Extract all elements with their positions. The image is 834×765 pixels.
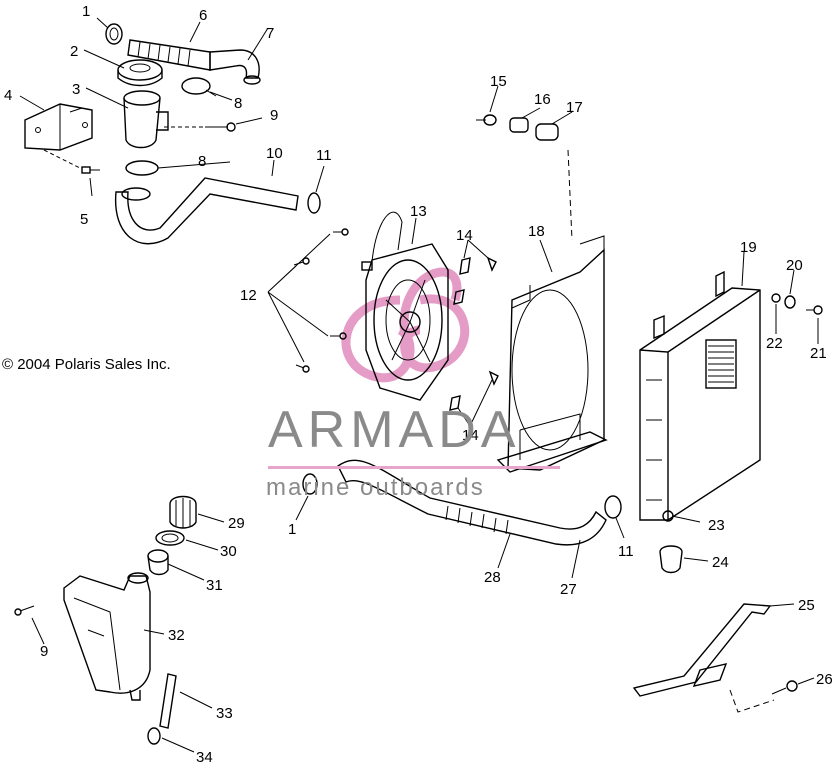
isolator-parts-15-17	[476, 114, 573, 241]
watermark-brand: ARMADA	[268, 401, 521, 459]
watermark-divider	[268, 466, 560, 469]
callout-4: 4	[4, 87, 12, 104]
callout-29: 29	[228, 515, 245, 532]
overflow-tube-part-33	[159, 673, 177, 729]
callout-25: 25	[798, 597, 815, 614]
callout-1-lower: 1	[288, 521, 296, 538]
hose-clamp-part-8-upper	[181, 77, 217, 97]
callout-8-lower: 8	[198, 153, 206, 170]
reservoir-cap-part-29	[169, 495, 197, 529]
screw-part-9-upper	[205, 122, 236, 132]
callout-33: 33	[216, 705, 233, 722]
callout-17: 17	[566, 99, 583, 116]
radiator-hardware-parts-20-22	[771, 293, 823, 315]
callout-1-top: 1	[82, 3, 90, 20]
callout-21: 21	[810, 345, 827, 362]
hose-clamp-part-11-lower	[604, 495, 622, 519]
callout-18: 18	[528, 223, 545, 240]
callout-26: 26	[816, 671, 833, 688]
callout-13: 13	[410, 203, 427, 220]
callout-22: 22	[766, 335, 783, 352]
callout-11-upper: 11	[316, 147, 332, 164]
cooling-fan-part-13	[361, 211, 449, 401]
callout-numbers: 1 6 7 2 8 3 4 9 8 10 11 5 12 13 14 14 15…	[4, 3, 833, 765]
callout-30: 30	[220, 543, 237, 560]
gasket-part-30	[155, 530, 185, 546]
fan-fasteners-part-12	[293, 228, 349, 373]
callout-14-lower: 14	[462, 427, 479, 444]
coolant-reservoir-part-32	[63, 572, 151, 701]
callout-9-upper: 9	[270, 107, 278, 124]
bolt-part-26	[771, 680, 798, 695]
lower-hose-parts-27-28	[337, 459, 607, 546]
callout-11-lower: 11	[618, 543, 634, 560]
grommet-part-24	[659, 545, 683, 574]
callout-19: 19	[740, 239, 757, 256]
hose-clamp-part-8-lower	[125, 160, 159, 176]
tube-clamp-part-34	[147, 727, 161, 745]
callout-10: 10	[266, 145, 283, 162]
callout-2: 2	[70, 43, 78, 60]
callout-31: 31	[206, 577, 223, 594]
filler-neck-part-3	[123, 90, 169, 149]
radiator-cap-part-2	[117, 59, 163, 87]
lower-bracket-part-25	[632, 603, 775, 713]
screw-part-5	[81, 166, 100, 174]
callout-8-upper: 8	[234, 95, 242, 112]
callout-27: 27	[560, 581, 577, 598]
copyright-notice: © 2004 Polaris Sales Inc.	[2, 356, 171, 373]
callout-15: 15	[490, 73, 507, 90]
callout-12: 12	[240, 287, 257, 304]
callout-23: 23	[708, 517, 725, 534]
callout-24: 24	[712, 554, 729, 571]
callout-20: 20	[786, 257, 803, 274]
hose-clamp-part-1	[105, 23, 123, 45]
leader-lines	[19, 17, 819, 753]
callout-14-upper: 14	[456, 227, 473, 244]
callout-7: 7	[266, 25, 274, 42]
callout-3: 3	[72, 81, 80, 98]
neck-adapter-part-31	[147, 549, 169, 576]
watermark-tagline: marine outboards	[266, 474, 485, 501]
callout-6: 6	[199, 7, 207, 24]
hose-clamp-part-11-upper	[307, 192, 321, 214]
callout-9-lower: 9	[40, 643, 48, 660]
callout-32: 32	[168, 627, 185, 644]
callout-5: 5	[80, 211, 88, 228]
mounting-bracket-part-4	[24, 103, 93, 151]
filler-hose-part-6	[127, 39, 211, 71]
radiator-core-part-19	[639, 270, 761, 521]
coolant-hose-part-10	[114, 177, 299, 245]
callout-34: 34	[196, 749, 213, 765]
callout-28: 28	[484, 569, 501, 586]
hose-elbow-part-7	[209, 49, 261, 85]
screw-part-9-lower	[14, 605, 35, 616]
hose-clamp-part-1-lower	[302, 473, 318, 495]
callout-16: 16	[534, 91, 551, 108]
